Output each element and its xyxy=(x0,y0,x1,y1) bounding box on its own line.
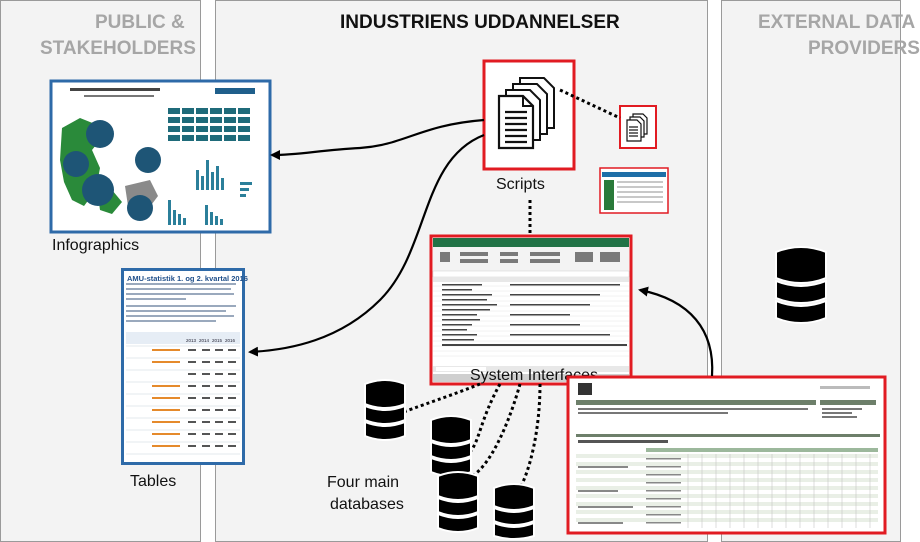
small-scripts-box xyxy=(619,105,657,149)
external-database-icon xyxy=(775,246,827,324)
tables-label: Tables xyxy=(130,473,177,490)
infographic-thumbnail xyxy=(49,79,272,234)
database-icon-1 xyxy=(364,379,406,441)
arrow-scripts-to-tables xyxy=(248,133,485,357)
table-year-header-3: 2015 xyxy=(212,338,223,343)
panel-title-center: INDUSTRIENS UDDANNELSER xyxy=(340,12,620,33)
system-interfaces-label: System Interfaces xyxy=(470,367,599,384)
arrow-webreport-to-excel xyxy=(638,286,714,377)
infographics-label: Infographics xyxy=(52,237,140,254)
table-year-header-4: 2016 xyxy=(225,338,236,343)
small-document-stack-icon xyxy=(626,113,648,142)
panel-title-external-line2: PROVIDERS xyxy=(808,38,920,59)
dotted-link-excel-to-db4 xyxy=(518,383,542,489)
dotted-link-excel-to-db3 xyxy=(467,383,522,480)
databases xyxy=(364,246,827,540)
database-icon-2 xyxy=(430,415,472,477)
web-report-screenshot xyxy=(566,375,887,535)
database-icon-3 xyxy=(437,471,479,533)
panel-title-external-line1: EXTERNAL DATA xyxy=(758,12,916,33)
database-icon-4 xyxy=(493,483,535,540)
arrow-scripts-to-infographics xyxy=(270,118,485,160)
scripts-document-stack-icon xyxy=(497,77,555,150)
small-screenshot-thumbnail xyxy=(599,167,669,214)
panel-title-public-line1: PUBLIC & xyxy=(95,12,185,33)
table-year-header-2: 2014 xyxy=(199,338,210,343)
databases-label-line1: Four main xyxy=(327,474,400,491)
excel-screenshot xyxy=(429,234,633,386)
dotted-link-scripts-to-small-box xyxy=(559,88,621,120)
scripts-label: Scripts xyxy=(496,176,545,193)
scripts-box xyxy=(482,59,576,171)
table-year-header-1: 2013 xyxy=(186,338,197,343)
table-thumbnail-body: 2013 2014 2015 2016 xyxy=(126,283,240,455)
connectors xyxy=(248,88,714,489)
table-thumbnail: AMU-statistik 1. og 2. kvartal 2016 xyxy=(121,268,248,465)
databases-label-line2: databases xyxy=(330,496,404,513)
dotted-link-excel-to-db1 xyxy=(384,382,481,422)
panel-title-public-line2: STAKEHOLDERS xyxy=(40,38,196,59)
table-title: AMU-statistik 1. og 2. kvartal 2016 xyxy=(127,274,248,283)
